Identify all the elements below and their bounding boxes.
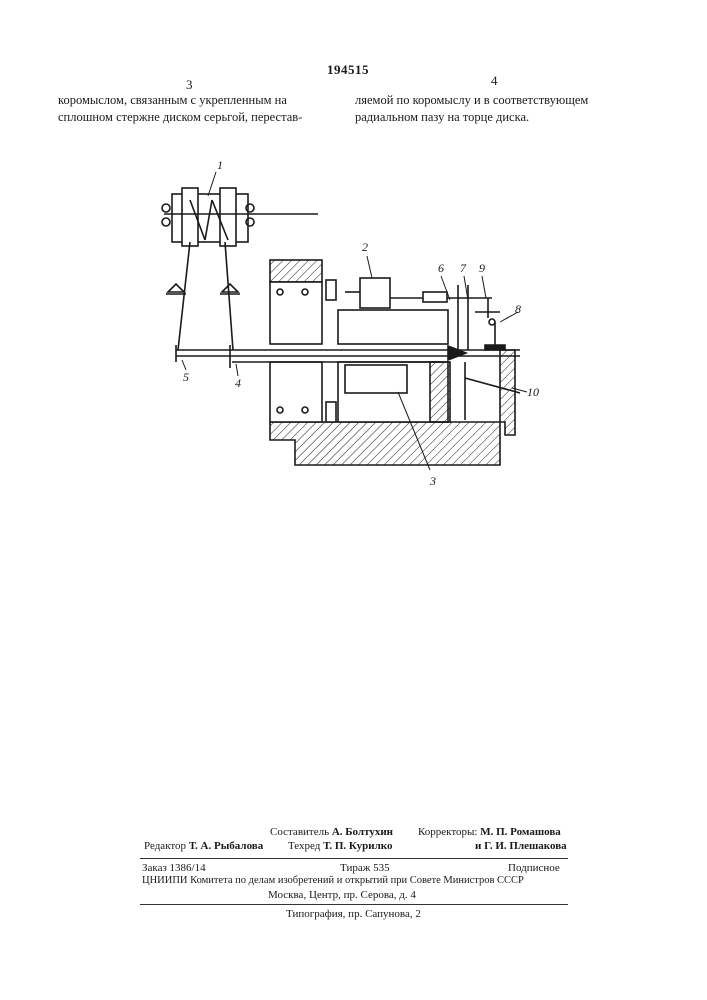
address: Москва, Центр, пр. Серова, д. 4 [268, 889, 416, 901]
institute: ЦНИИПИ Комитета по делам изобретений и о… [142, 875, 524, 886]
printing-house: Типография, пр. Сапунова, 2 [286, 908, 421, 920]
figure-label-5: 5 [183, 370, 189, 385]
corrector-2-row: и Г. И. Плешакова [475, 840, 567, 852]
editor: Редактор Т. А. Рыбалова [144, 840, 263, 852]
techred-name: Т. П. Курилко [323, 840, 392, 852]
figure-label-1: 1 [217, 158, 223, 173]
order-number: Заказ 1386/14 [142, 862, 206, 874]
corrector-1: М. П. Ромашова [480, 826, 561, 838]
composer-name: А. Болтухин [332, 826, 393, 838]
composer-label: Составитель [270, 826, 329, 838]
editor-name: Т. А. Рыбалова [189, 840, 263, 852]
figure-label-7: 7 [460, 261, 466, 276]
correctors-label: Корректоры: [418, 826, 477, 838]
figure-label-9: 9 [479, 261, 485, 276]
corrector-2: и Г. И. Плешакова [475, 840, 567, 852]
editor-label: Редактор [144, 840, 186, 852]
figure-label-4: 4 [235, 376, 241, 391]
footer-rule-top [140, 858, 568, 859]
techred: Техред Т. П. Курилко [288, 840, 392, 852]
figure-label-3: 3 [430, 474, 436, 489]
figure-label-8: 8 [515, 302, 521, 317]
correctors: Корректоры: М. П. Ромашова [418, 826, 561, 838]
composer: Составитель А. Болтухин [270, 826, 393, 838]
circulation: Тираж 535 [340, 862, 390, 874]
figure-label-6: 6 [438, 261, 444, 276]
figure-label-2: 2 [362, 240, 368, 255]
figure-label-10: 10 [527, 385, 539, 400]
footer-rule-bottom [140, 904, 568, 905]
techred-label: Техред [288, 840, 320, 852]
subscription: Подписное [508, 862, 560, 874]
